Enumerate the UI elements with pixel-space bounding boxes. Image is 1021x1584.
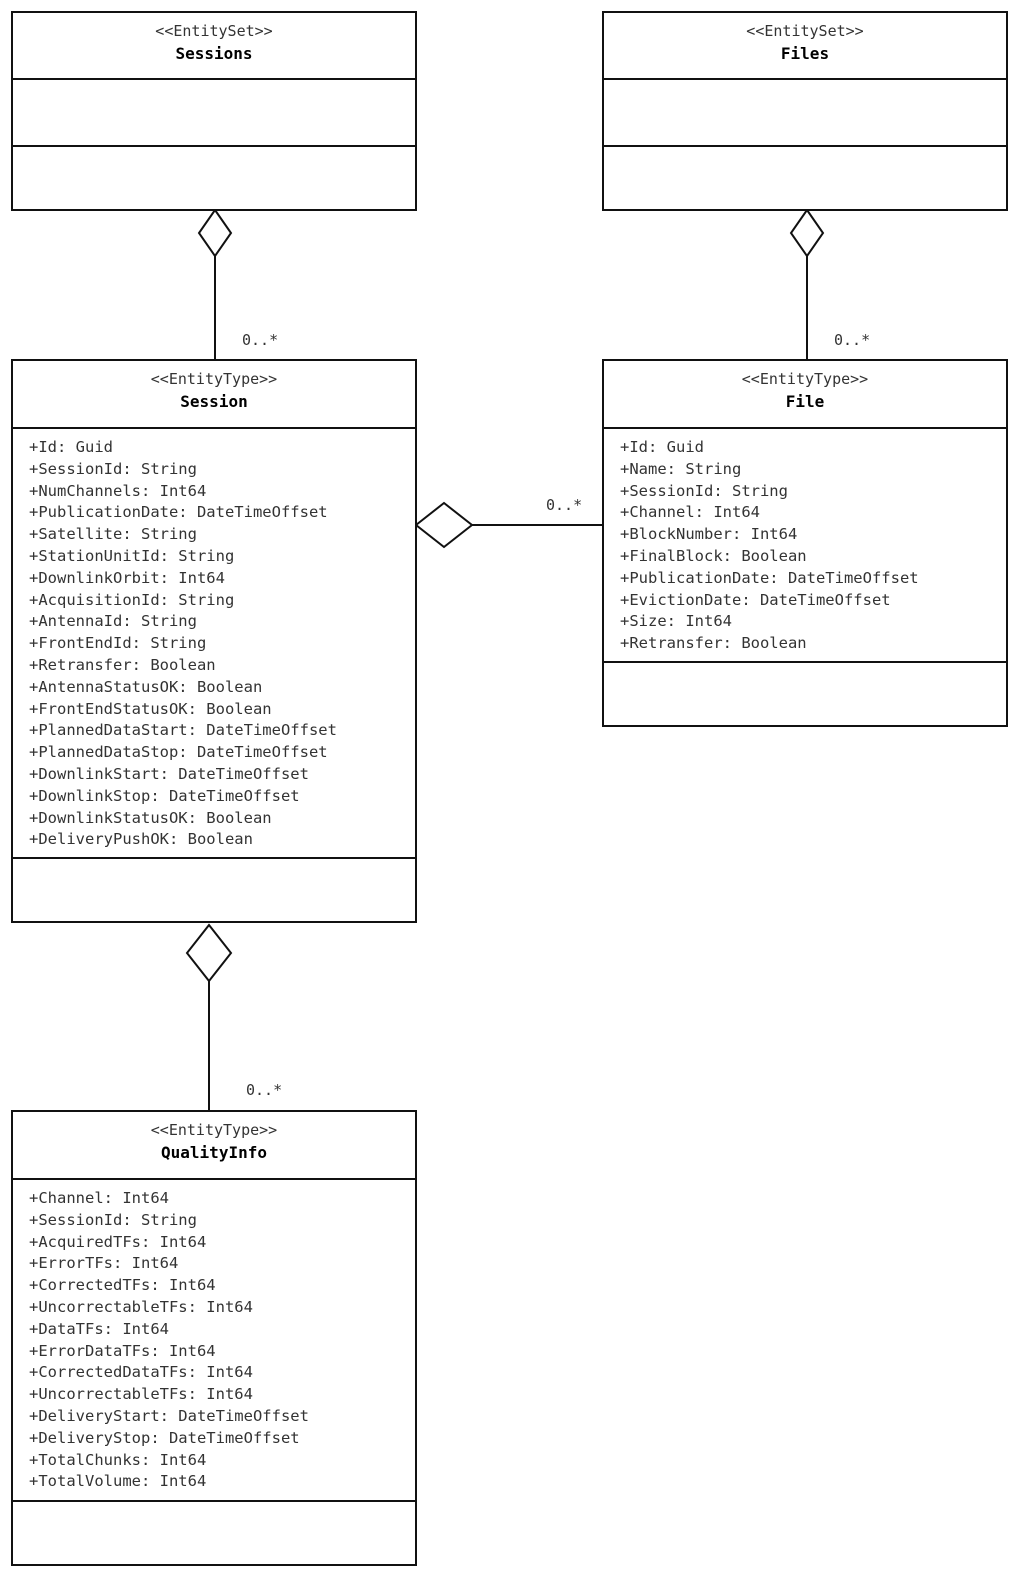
attribute: +UncorrectableTFs: Int64 [29, 1385, 253, 1404]
attribute: +Channel: Int64 [29, 1189, 169, 1207]
stereotype-label: <<EntityType>> [150, 1121, 278, 1139]
entity-set-files: <<EntitySet>> Files [602, 11, 1008, 211]
attribute: +Id: Guid [29, 438, 113, 456]
attribute: +Satellite: String [29, 525, 197, 544]
attribute: +FinalBlock: Boolean [620, 546, 807, 565]
attribute: +DeliveryStart: DateTimeOffset [29, 1406, 309, 1425]
entity-type-session: <<EntityType>> Session +Id: Guid +Sessio… [11, 359, 417, 923]
multiplicity-sessions-session: 0..* [242, 331, 279, 349]
class-header: <<EntitySet>> Files [604, 13, 1006, 80]
multiplicity-files-file: 0..* [834, 331, 871, 349]
attribute: +DownlinkOrbit: Int64 [29, 568, 225, 587]
operations-section [13, 857, 415, 921]
entity-type-qualityinfo: <<EntityType>> QualityInfo +Channel: Int… [11, 1110, 417, 1566]
aggregation-diamond-files [789, 208, 825, 258]
operations-section [604, 661, 1006, 725]
attribute: +PlannedDataStop: DateTimeOffset [29, 743, 328, 762]
attributes-section [604, 145, 1006, 209]
attribute: +SessionId: String [29, 1210, 197, 1229]
multiplicity-session-quality: 0..* [246, 1081, 283, 1099]
stereotype-label: <<EntitySet>> [746, 22, 864, 40]
attribute: +SessionId: String [29, 459, 197, 478]
attribute: +SessionId: String [620, 481, 788, 500]
attribute: +Channel: Int64 [620, 503, 760, 522]
class-header: <<EntityType>> Session [13, 361, 415, 429]
attribute: +EvictionDate: DateTimeOffset [620, 590, 891, 609]
attribute: +Retransfer: Boolean [620, 634, 807, 653]
entity-type-file: <<EntityType>> File +Id: Guid +Name: Str… [602, 359, 1008, 727]
multiplicity-session-file: 0..* [546, 496, 583, 514]
attribute: +AntennaStatusOK: Boolean [29, 677, 263, 696]
attribute: +DeliveryPushOK: Boolean [29, 830, 253, 849]
class-name: QualityInfo [161, 1143, 267, 1162]
attribute: +CorrectedDataTFs: Int64 [29, 1363, 253, 1382]
stereotype-label: <<EntitySet>> [155, 22, 273, 40]
attribute: +DownlinkStart: DateTimeOffset [29, 764, 309, 783]
attribute: +AcquisitionId: String [29, 590, 235, 609]
attribute: +TotalChunks: Int64 [29, 1450, 207, 1469]
attribute: +DownlinkStop: DateTimeOffset [29, 786, 300, 805]
class-name: Session [180, 392, 248, 411]
attribute: +ErrorDataTFs: Int64 [29, 1341, 216, 1360]
attribute: +PublicationDate: DateTimeOffset [29, 503, 328, 522]
class-header: <<EntityType>> File [604, 361, 1006, 429]
attribute: +AntennaId: String [29, 612, 197, 631]
attribute: +Name: String [620, 459, 742, 478]
class-name: Files [780, 44, 830, 63]
attribute: +Retransfer: Boolean [29, 655, 216, 674]
attribute: +FrontEndId: String [29, 634, 207, 653]
attribute: +PublicationDate: DateTimeOffset [620, 568, 919, 587]
attribute: +TotalVolume: Int64 [29, 1472, 207, 1491]
aggregation-diamond-session-file [414, 501, 474, 549]
attribute: +BlockNumber: Int64 [620, 525, 798, 544]
attribute: +ErrorTFs: Int64 [29, 1254, 179, 1273]
aggregation-diamond-session-quality [185, 923, 233, 983]
class-name: File [785, 392, 825, 411]
class-header: <<EntityType>> QualityInfo [13, 1112, 415, 1180]
operations-section [13, 1500, 415, 1564]
attributes-list: +Id: Guid +SessionId: String +NumChannel… [13, 429, 415, 851]
attributes-list: +Id: Guid +Name: String +SessionId: Stri… [604, 429, 1006, 655]
attribute: +DeliveryStop: DateTimeOffset [29, 1428, 300, 1447]
attribute: +FrontEndStatusOK: Boolean [29, 699, 272, 718]
attribute: +PlannedDataStart: DateTimeOffset [29, 721, 337, 740]
aggregation-diamond-sessions [197, 208, 233, 258]
class-name: Sessions [175, 44, 253, 63]
stereotype-label: <<EntityType>> [741, 370, 869, 388]
attributes-section [13, 145, 415, 209]
attribute: +AcquiredTFs: Int64 [29, 1232, 207, 1251]
entity-set-sessions: <<EntitySet>> Sessions [11, 11, 417, 211]
attribute: +NumChannels: Int64 [29, 481, 207, 500]
attribute: +Id: Guid [620, 438, 704, 456]
class-header: <<EntitySet>> Sessions [13, 13, 415, 80]
attribute: +Size: Int64 [620, 612, 732, 631]
attribute: +UncorrectableTFs: Int64 [29, 1297, 253, 1316]
attribute: +StationUnitId: String [29, 546, 235, 565]
attribute: +DownlinkStatusOK: Boolean [29, 808, 272, 827]
attributes-list: +Channel: Int64 +SessionId: String +Acqu… [13, 1180, 415, 1493]
attribute: +CorrectedTFs: Int64 [29, 1276, 216, 1295]
stereotype-label: <<EntityType>> [150, 370, 278, 388]
attribute: +DataTFs: Int64 [29, 1319, 169, 1338]
